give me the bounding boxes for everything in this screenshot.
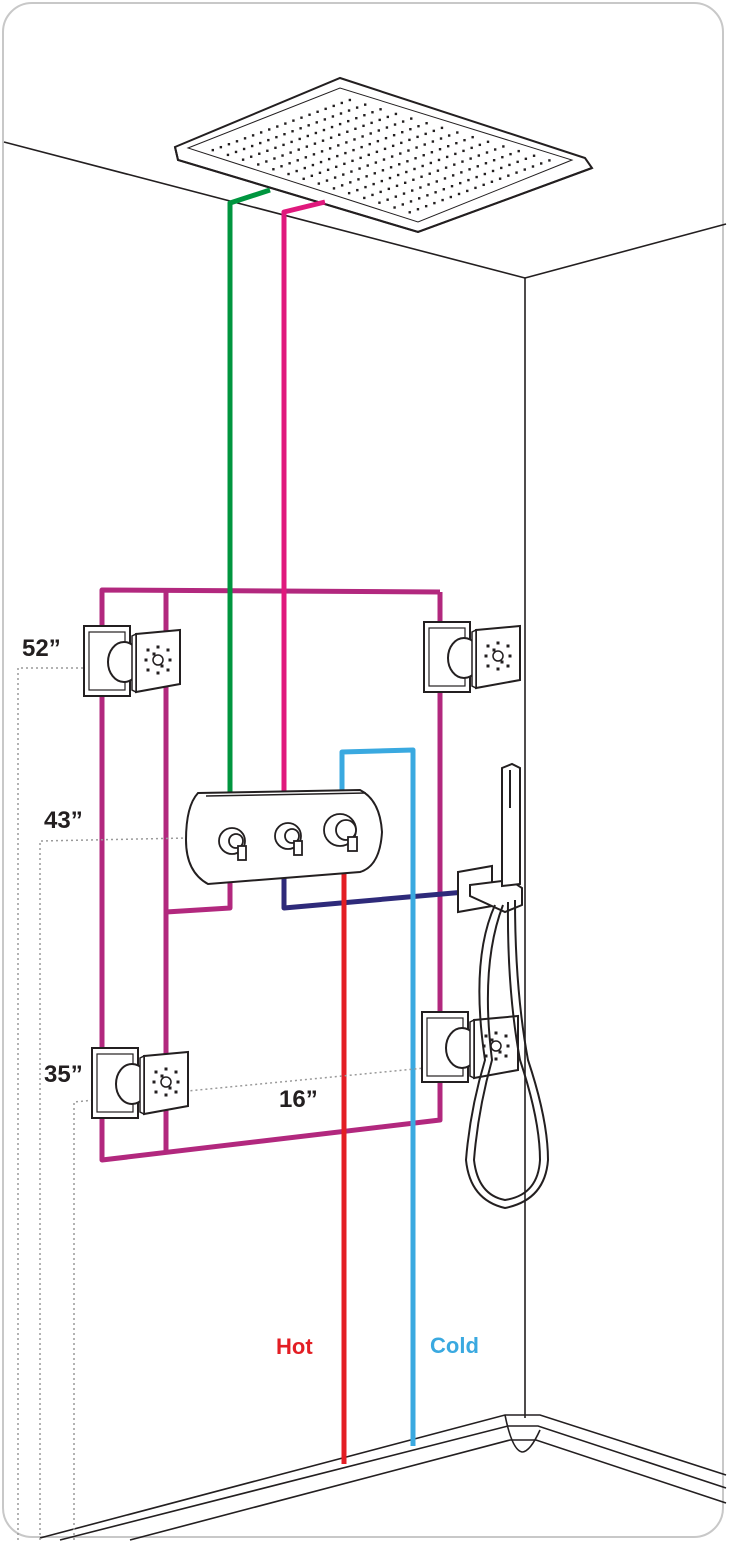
room-walls xyxy=(3,141,727,1541)
rain-shower-head-icon xyxy=(173,76,594,234)
thermostatic-valve-icon xyxy=(184,788,384,886)
rain-head-supply-lines xyxy=(227,187,326,795)
cold-label: Cold xyxy=(430,1333,479,1358)
height-label-35: 35” xyxy=(44,1061,83,1088)
body-jet-icon xyxy=(421,1011,519,1083)
body-jet-icon xyxy=(91,1047,189,1119)
spacing-label-16: 16” xyxy=(279,1086,318,1113)
cold-supply-line xyxy=(339,747,416,1446)
height-label-52: 52” xyxy=(22,635,61,662)
hand-shower-icon xyxy=(457,762,550,1210)
height-label-43: 43” xyxy=(44,807,83,834)
hand-shower-supply-line xyxy=(281,878,466,911)
hot-label: Hot xyxy=(276,1334,313,1359)
body-jet-icon xyxy=(423,621,521,693)
body-jet-icon xyxy=(83,625,181,697)
dimension-guides xyxy=(17,667,426,1540)
